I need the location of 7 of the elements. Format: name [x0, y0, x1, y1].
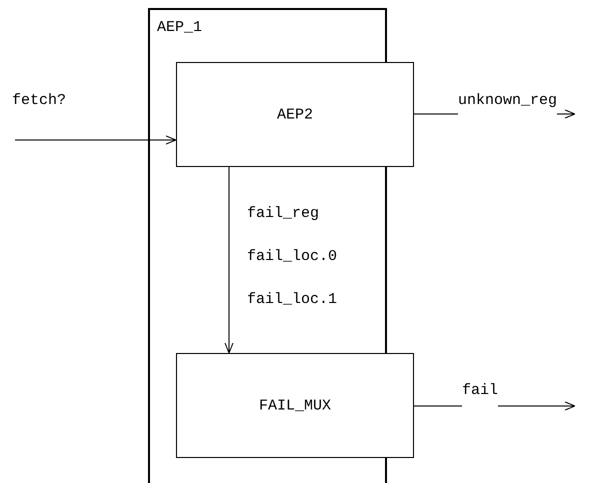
block-box [176, 62, 414, 167]
block-label: AEP2 [277, 106, 313, 123]
arrow [224, 166, 234, 354]
container-label: AEP_1 [157, 19, 202, 36]
block-box [176, 353, 414, 458]
arrow [14, 136, 176, 144]
block-label: FAIL_MUX [259, 397, 331, 414]
